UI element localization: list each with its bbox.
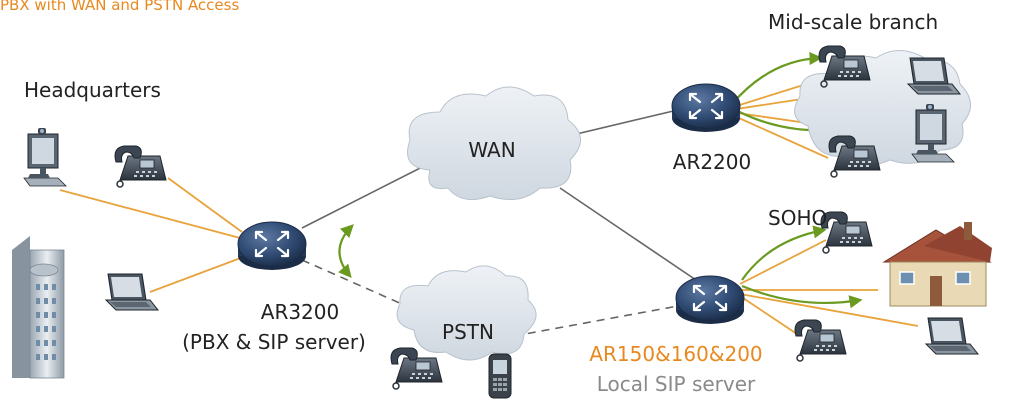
link-branch-phone2 bbox=[729, 113, 829, 159]
link-hq-phone bbox=[167, 177, 243, 233]
soho-ip-phone-icon bbox=[820, 211, 873, 254]
link-soho-laptop bbox=[739, 293, 919, 327]
call-arrow-soho-phone bbox=[741, 225, 827, 281]
ar2200-router-icon bbox=[670, 82, 742, 134]
soho-ip-phone-2-icon bbox=[794, 319, 847, 362]
link-pstn-ar150 bbox=[513, 305, 679, 337]
ar3200-router-icon bbox=[236, 220, 308, 272]
hq-desktop-pc-icon bbox=[23, 127, 67, 187]
ar3200-label: AR3200 bbox=[260, 300, 340, 324]
ar150-router-icon bbox=[674, 274, 746, 326]
wan-label: WAN bbox=[468, 138, 516, 162]
mobile-phone-icon bbox=[488, 353, 512, 399]
call-arrow-soho-house bbox=[741, 284, 863, 309]
call-arrows bbox=[338, 51, 863, 309]
wan-links bbox=[301, 107, 697, 281]
pstn-cloud-icon bbox=[396, 265, 537, 361]
ar150-sub-label: Local SIP server bbox=[596, 372, 756, 396]
headquarters-label: Headquarters bbox=[24, 78, 161, 102]
pstn-ip-phone-icon bbox=[390, 347, 443, 390]
link-hq-laptop bbox=[149, 255, 247, 293]
link-ar3200-wan bbox=[301, 159, 437, 229]
link-soho-phone bbox=[739, 239, 827, 285]
access-links bbox=[59, 75, 919, 337]
link-wan-ar2200 bbox=[567, 107, 687, 137]
ar3200-sub-label: (PBX & SIP server) bbox=[182, 330, 366, 354]
soho-label: SOHO bbox=[768, 206, 828, 230]
ar2200-label: AR2200 bbox=[672, 150, 752, 174]
diagram-title: PBX with WAN and PSTN Access bbox=[0, 0, 240, 14]
soho-laptop-icon bbox=[925, 317, 979, 355]
link-ar3200-pstn bbox=[301, 259, 421, 313]
ar150-label: AR150&160&200 bbox=[589, 342, 763, 366]
call-arrow-branch-phone bbox=[731, 51, 823, 105]
switch-arrow bbox=[338, 224, 354, 279]
link-wan-ar150 bbox=[559, 187, 697, 281]
link-hq-pc bbox=[59, 189, 241, 239]
pstn-label: PSTN bbox=[442, 320, 494, 344]
pstn-links bbox=[301, 259, 679, 337]
link-soho-phone2 bbox=[739, 295, 801, 337]
hq-ip-phone-icon bbox=[114, 145, 167, 188]
soho-house-icon bbox=[882, 222, 992, 307]
mid-branch-label: Mid-scale branch bbox=[768, 10, 939, 34]
wan-cloud-icon bbox=[407, 86, 581, 201]
hq-building-icon bbox=[12, 236, 65, 379]
